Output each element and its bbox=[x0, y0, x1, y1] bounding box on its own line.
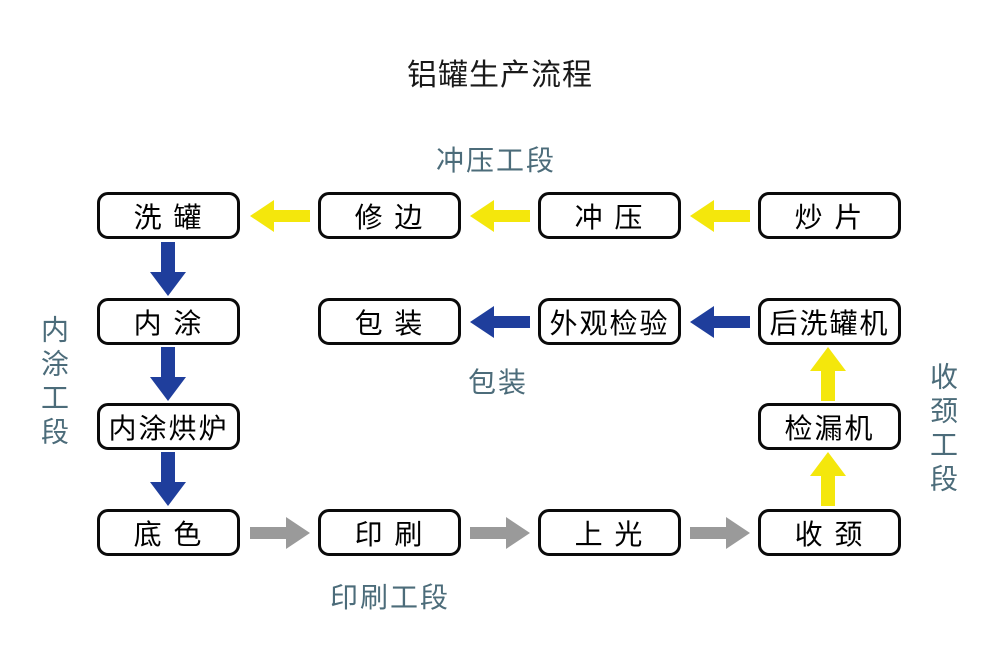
node-xiu-bian: 修 边 bbox=[318, 192, 461, 239]
node-chao-pian: 炒 片 bbox=[758, 192, 901, 239]
stage-label-packing: 包装 bbox=[468, 367, 529, 398]
arrow-chaopian-to-chongya-icon bbox=[690, 200, 750, 232]
arrow-dise-to-yinshua-icon bbox=[250, 517, 310, 549]
node-chong-ya: 冲 压 bbox=[538, 192, 681, 239]
node-xi-guan: 洗 罐 bbox=[97, 192, 240, 239]
node-di-se: 底 色 bbox=[97, 509, 240, 556]
node-bao-zhuang: 包 装 bbox=[318, 298, 461, 345]
diagram-title: 铝罐生产流程 bbox=[407, 59, 593, 92]
node-nei-tu-hong-lu: 内涂烘炉 bbox=[97, 403, 240, 450]
node-jian-lou-ji: 检漏机 bbox=[758, 403, 901, 450]
arrow-jianlouji-to-houxiguanji-icon bbox=[810, 347, 846, 401]
arrow-shangguang-to-shoujing-icon bbox=[690, 517, 750, 549]
stage-label-printing: 印刷工段 bbox=[330, 582, 451, 613]
arrow-neitu-to-honglu-icon bbox=[150, 347, 186, 401]
arrow-waiguan-to-baozhuang-icon bbox=[470, 306, 530, 338]
arrow-houxiguanji-to-waiguan-icon bbox=[690, 306, 750, 338]
stage-label-inner-coating: 内涂工段 bbox=[38, 315, 69, 451]
arrow-honglu-to-dise-icon bbox=[150, 452, 186, 506]
stage-label-stamping: 冲压工段 bbox=[436, 145, 557, 176]
node-yin-shua: 印 刷 bbox=[318, 509, 461, 556]
arrow-yinshua-to-shangguang-icon bbox=[470, 517, 530, 549]
node-hou-xi-guan-ji: 后洗罐机 bbox=[758, 298, 901, 345]
arrow-chongya-to-xiubian-icon bbox=[470, 200, 530, 232]
arrow-xiguan-to-neitu-icon bbox=[150, 242, 186, 296]
stage-label-necking: 收颈工段 bbox=[927, 362, 958, 498]
arrow-xiubian-to-xiguan-icon bbox=[250, 200, 310, 232]
node-shou-jing: 收 颈 bbox=[758, 509, 901, 556]
node-shang-guang: 上 光 bbox=[538, 509, 681, 556]
node-wai-guan-jian-yan: 外观检验 bbox=[538, 298, 681, 345]
node-nei-tu: 内 涂 bbox=[97, 298, 240, 345]
arrow-shoujing-to-jianlouji-icon bbox=[810, 452, 846, 506]
